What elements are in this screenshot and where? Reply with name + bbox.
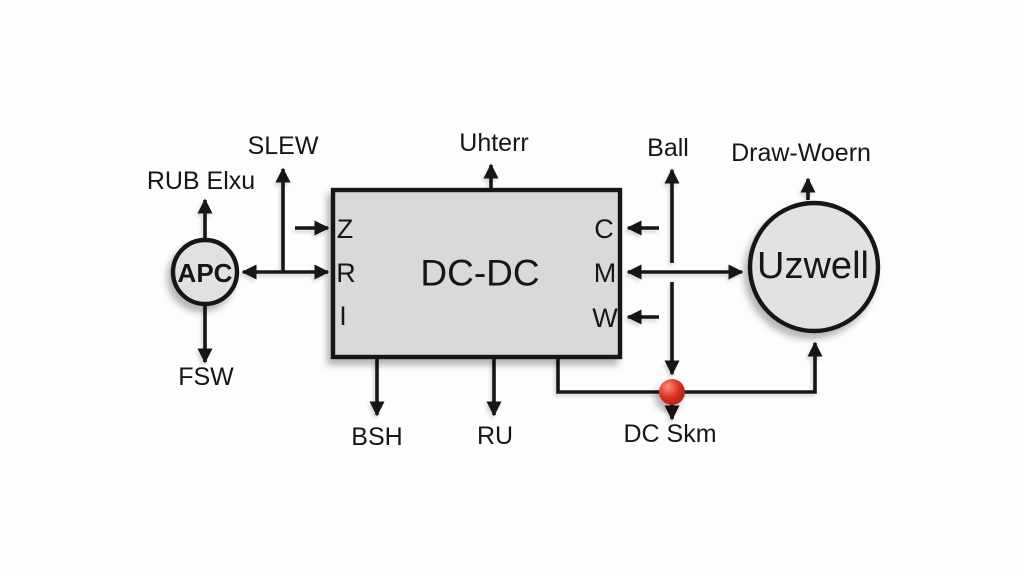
uhterr-label: Uhterr: [459, 129, 528, 157]
fsw-label: FSW: [178, 363, 234, 391]
dc-skm-label: DC Skm: [623, 420, 716, 448]
feedback-line: [556, 341, 823, 394]
slew-label: SLEW: [248, 132, 319, 160]
uzwell-label: Uzwell: [757, 245, 869, 287]
converter-box: [330, 187, 623, 360]
pin-i-label: I: [339, 301, 347, 331]
pin-r-label: R: [336, 258, 356, 288]
apc-node: [170, 237, 240, 307]
pin-w-label: W: [592, 303, 618, 333]
pin-m-label: M: [594, 258, 617, 288]
ru-label: RU: [477, 422, 513, 450]
bsh-label: BSH: [351, 423, 402, 451]
ball-label: Ball: [647, 134, 689, 162]
junction-dot: [659, 379, 685, 405]
converter-label: DC-DC: [420, 253, 539, 294]
draw-woern-label: Draw-Woern: [731, 139, 871, 167]
pin-z-label: Z: [337, 214, 354, 244]
apc-label: APC: [178, 258, 233, 288]
uzwell-node: [747, 200, 881, 334]
rub-elxu-label: RUB Elxu: [147, 167, 255, 195]
pin-c-label: C: [594, 214, 614, 244]
